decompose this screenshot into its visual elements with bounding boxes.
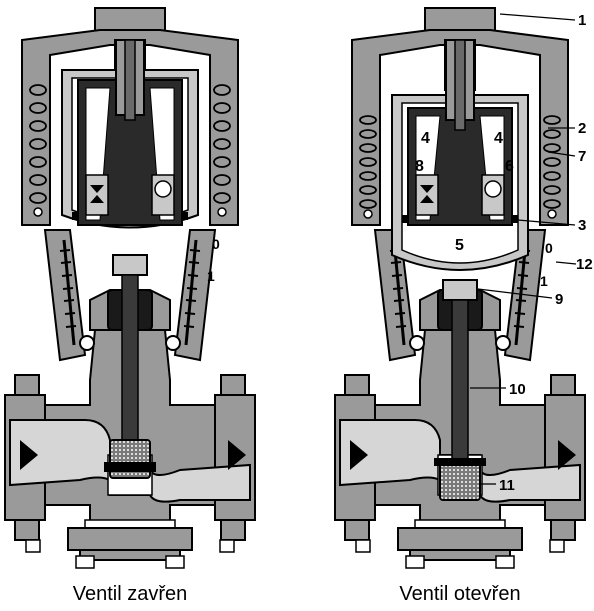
- callout-12: 12: [576, 256, 593, 273]
- caption-valve-open: Ventil otevřen: [399, 583, 520, 605]
- callout-2: 2: [578, 120, 586, 137]
- label-chamber-4-right: 4: [494, 130, 503, 147]
- callout-11: 11: [499, 477, 515, 494]
- callout-9: 9: [555, 291, 563, 308]
- scale-zero-right: 0: [545, 240, 553, 256]
- label-pilot-6: 6: [505, 158, 514, 175]
- label-pilot-8: 8: [415, 158, 424, 175]
- label-chamber-5: 5: [455, 237, 464, 254]
- valve-closed-drawing: [3, 7, 257, 570]
- scale-zero-left: 0: [212, 236, 220, 252]
- callout-leaders: [470, 13, 577, 485]
- callout-1: 1: [578, 12, 586, 29]
- scale-one-left: 1: [207, 268, 215, 284]
- callout-10: 10: [509, 381, 526, 398]
- caption-valve-closed: Ventil zavřen: [73, 583, 188, 605]
- callout-7: 7: [578, 148, 586, 165]
- valve-open-drawing: [333, 7, 587, 570]
- callout-3: 3: [578, 217, 586, 234]
- scale-one-right: 1: [540, 273, 548, 289]
- label-chamber-4-left: 4: [421, 130, 430, 147]
